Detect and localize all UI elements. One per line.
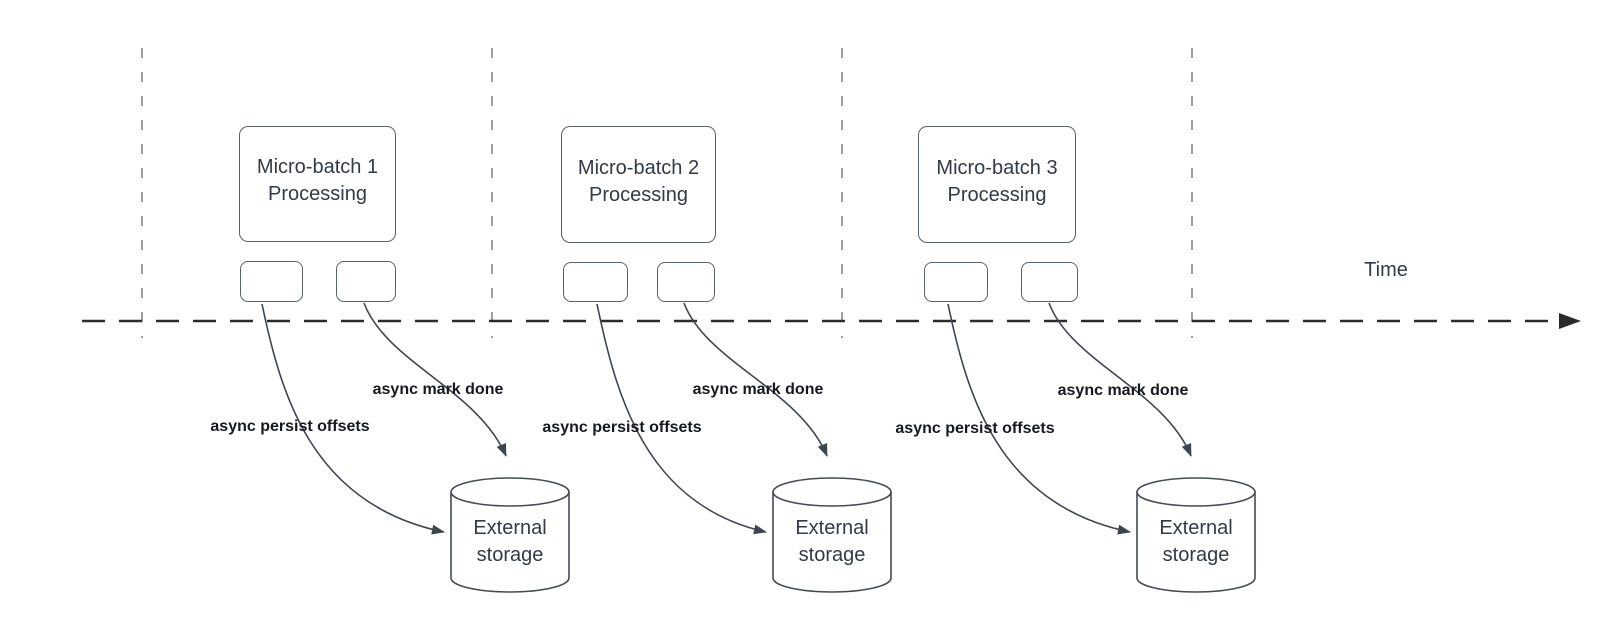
async-persist-offsets-arrow-1 [261,303,445,535]
micro-batch-box-1-label-line2: Processing [268,183,367,205]
async-mark-done-arrow-2 [683,302,828,457]
async-mark-done-arrow-3 [1048,302,1192,457]
mark-done-task-box-3 [1021,262,1078,302]
storage-cylinder-1 [450,477,570,593]
async-mark-done-label-3: async mark done [1057,382,1189,399]
async-persist-offsets-arrow-3 [947,303,1131,535]
async-persist-offsets-label-3: async persist offsets [895,420,1055,437]
async-persist-offsets-arrow-2 [596,303,767,535]
external-storage-label-1-line1: External [473,517,547,539]
external-storage-label-2-line1: External [795,517,869,539]
time-label: Time [1364,259,1408,281]
micro-batch-box-1: Micro-batch 1 Processing [239,126,396,242]
time-axis-arrowhead-icon [1559,313,1581,329]
external-storage-label-2: External storage [795,515,868,569]
persist-offsets-task-box-3 [924,262,988,302]
mark-done-task-box-1 [336,261,396,302]
external-storage-label-1: External storage [473,515,546,569]
async-persist-offsets-label-1: async persist offsets [210,418,370,435]
async-mark-done-label-2: async mark done [692,381,824,398]
external-storage-label-2-line2: storage [798,544,866,566]
micro-batch-box-3: Micro-batch 3 Processing [918,126,1076,243]
external-storage-label-1-line2: storage [476,544,544,566]
micro-batch-box-3-label-line2: Processing [947,183,1047,206]
storage-cylinder-3 [1136,477,1256,593]
async-mark-done-arrow-1 [363,302,507,457]
micro-batch-box-2-label-line2: Processing [589,183,688,206]
mark-done-task-box-2 [657,262,715,302]
external-storage-label-3: External storage [1159,515,1232,569]
persist-offsets-task-box-2 [563,262,628,302]
micro-batch-box-1-label-line1: Micro-batch 1 [256,156,379,178]
micro-batch-box-2-label-line1: Micro-batch 2 [577,156,700,179]
micro-batch-box-2: Micro-batch 2 Processing [561,126,716,243]
persist-offsets-task-box-1 [240,261,303,302]
storage-cylinder-2 [772,477,892,593]
external-storage-label-3-line2: storage [1162,544,1230,566]
async-mark-done-label-1: async mark done [372,381,504,398]
micro-batch-box-3-label-line1: Micro-batch 3 [936,156,1058,179]
external-storage-label-3-line1: External [1159,517,1233,539]
async-persist-offsets-label-2: async persist offsets [542,419,702,436]
